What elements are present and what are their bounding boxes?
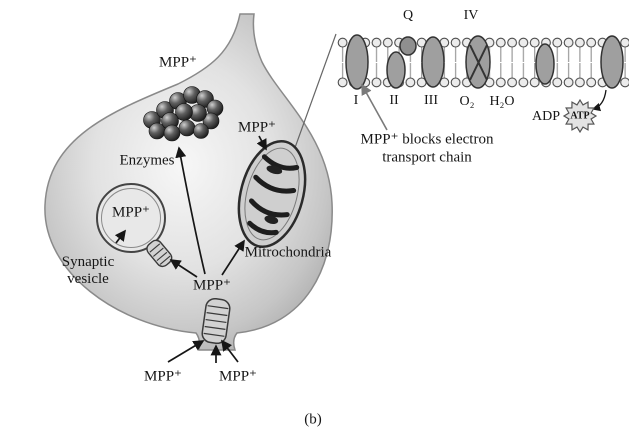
- mitochondria-shape: [237, 139, 307, 249]
- cytochrome-shape: [535, 43, 555, 85]
- note-line-2: transport chain: [382, 149, 472, 166]
- etc-complexes: [345, 34, 624, 90]
- vesicle-transporter: [146, 239, 173, 268]
- complex-ii-shape: [386, 51, 406, 89]
- panel-caption: (b): [304, 411, 322, 428]
- complex-iii-shape: [421, 36, 445, 88]
- enzymes-cluster: [143, 86, 224, 142]
- o2-label: O₂: [459, 93, 475, 109]
- atp-starburst: [562, 98, 598, 134]
- synaptic-vesicle-label: Synaptic vesicle: [61, 253, 115, 287]
- coenzyme-q-label: Q: [402, 7, 414, 23]
- complex-i-shape: [345, 34, 369, 90]
- membrane-channel: [201, 297, 231, 345]
- mitochondria-label: Mitrochondria: [244, 244, 332, 261]
- complex-ii-label: II: [389, 92, 399, 108]
- bottom-mpp-right-label: MPP⁺: [219, 368, 257, 385]
- mpp-flow-arrows: [114, 135, 267, 363]
- h2o-label: H₂O: [489, 93, 515, 109]
- block-arrow: [361, 83, 388, 131]
- central-mpp-label: MPP⁺: [193, 277, 231, 294]
- synaptic-vesicle-circle: [96, 183, 166, 253]
- complex-i-label: I: [353, 92, 359, 108]
- vesicle-mpp-label: MPP⁺: [112, 204, 150, 221]
- etc-leader-line: [291, 33, 337, 157]
- mpp-top-label: MPP⁺: [159, 54, 197, 71]
- complex-iii-label: III: [424, 92, 438, 108]
- enzymes-label: Enzymes: [119, 152, 175, 169]
- bottom-mpp-left-label: MPP⁺: [144, 368, 182, 385]
- atp-synthase-shape: [600, 35, 624, 89]
- complex-iv-label: IV: [463, 7, 479, 23]
- note-line-1: MPP⁺ blocks electron: [360, 131, 494, 148]
- mito-mpp-label: MPP⁺: [238, 119, 276, 136]
- coenzyme-q-shape: [399, 36, 417, 56]
- adp-label: ADP: [531, 108, 561, 124]
- atp-label: ATP: [570, 110, 590, 122]
- adp-atp-arrow: [591, 89, 607, 112]
